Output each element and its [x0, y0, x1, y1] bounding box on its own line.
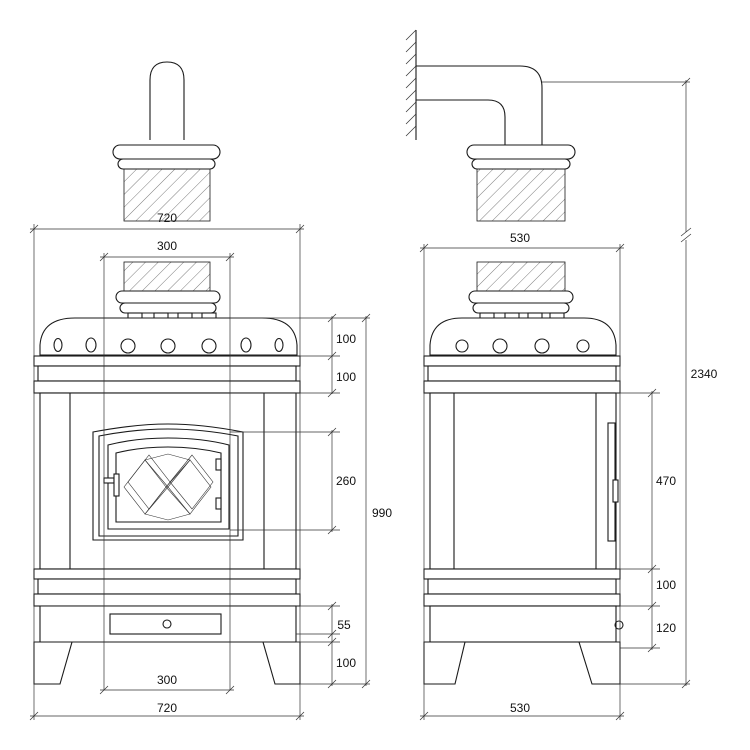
side-dome-hole: [455, 339, 469, 353]
dim-front-leg-height: 100: [336, 656, 356, 670]
front-lower-band-3: [33, 593, 301, 607]
side-upper-band-2: [427, 365, 617, 382]
dim-front-body-height: 990: [372, 506, 392, 520]
side-top-hatch: [476, 168, 566, 222]
side-body: [429, 392, 617, 570]
side-door-handle: [612, 479, 619, 503]
door-hinge: [215, 458, 222, 471]
front-door-panel: [107, 437, 230, 530]
dim-front-width-top: 720: [157, 211, 177, 225]
dim-front-flue-width: 300: [157, 239, 177, 253]
side-flue-collar-lower: [472, 302, 570, 314]
front-top-hatch: [123, 168, 211, 222]
dim-front-dome-height: 100: [336, 332, 356, 346]
side-flue-hatch: [476, 261, 566, 293]
front-door-lattice: [123, 453, 214, 521]
side-elbow-pipe: [416, 65, 543, 145]
dim-front-door-height: 260: [336, 474, 356, 488]
side-dome-hole: [534, 338, 550, 354]
front-lower-band-2: [37, 578, 297, 595]
dim-front-band-height: 100: [336, 370, 356, 384]
wall-hatch: [405, 29, 417, 137]
dome-oval: [240, 337, 252, 353]
door-handle-icon[interactable]: [103, 477, 115, 484]
front-chimney-pipe: [149, 61, 185, 140]
side-upper-band-3: [423, 380, 621, 394]
side-upper-band-1: [423, 355, 621, 367]
side-dome-hole: [492, 338, 508, 354]
front-view: 720 300 100 100 260 990 55 100 300 720: [29, 61, 392, 721]
front-drawer[interactable]: [109, 613, 222, 635]
dim-side-base-height: 120: [656, 621, 676, 635]
front-upper-band-1: [33, 355, 301, 367]
dim-front-drawer-width: 300: [157, 673, 177, 687]
side-lower-band-2: [427, 578, 617, 595]
dim-side-body-height: 470: [656, 474, 676, 488]
front-leg-right: [262, 641, 301, 685]
front-door-inner-frame: [98, 428, 239, 537]
drawer-knob-icon[interactable]: [162, 619, 172, 629]
dome-oval: [274, 337, 284, 353]
side-base: [429, 605, 617, 643]
side-leg-right: [578, 641, 621, 685]
dim-side-total-height: 2340: [691, 367, 718, 381]
front-flue-collar: [115, 290, 221, 304]
dim-side-depth-bottom: 530: [510, 701, 530, 715]
dome-hole: [120, 338, 136, 354]
side-top-collar: [466, 144, 576, 160]
dim-side-depth-top: 530: [510, 231, 530, 245]
front-dome: [39, 317, 298, 356]
side-knob-icon: [614, 620, 624, 630]
dome-oval: [53, 337, 63, 353]
front-upper-band-2: [37, 365, 297, 382]
dim-front-drawer-height: 55: [337, 618, 351, 632]
dim-side-band-height: 100: [656, 578, 676, 592]
front-upper-band-3: [33, 380, 301, 394]
side-dome: [429, 317, 617, 356]
front-leg-left: [33, 641, 73, 685]
side-lower-band-1: [423, 568, 621, 580]
dim-front-width-bottom: 720: [157, 701, 177, 715]
dome-oval: [85, 337, 97, 353]
front-flue-collar-lower: [119, 302, 217, 314]
side-leg-left: [423, 641, 466, 685]
side-top-collar-lower: [471, 158, 571, 170]
door-handle-bar: [113, 473, 120, 497]
side-flue-collar: [468, 290, 574, 304]
front-top-collar: [112, 144, 221, 160]
front-lower-band-1: [33, 568, 301, 580]
side-view: 530 2340 470 100 120 530: [405, 29, 718, 721]
dome-hole: [201, 338, 217, 354]
side-lower-band-3: [423, 593, 621, 607]
dome-hole: [160, 338, 176, 354]
front-top-collar-lower: [117, 158, 216, 170]
side-dome-hole: [576, 339, 590, 353]
front-flue-hatch: [123, 261, 211, 293]
door-hinge: [215, 497, 222, 510]
